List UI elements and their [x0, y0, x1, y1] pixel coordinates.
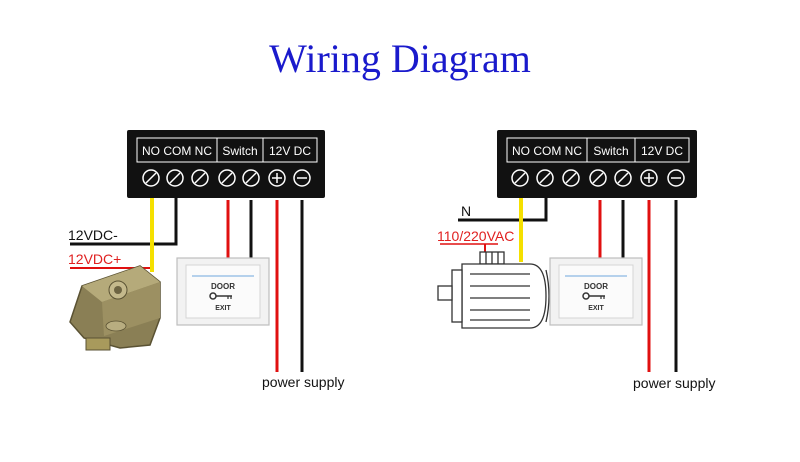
screw-com-icon: [166, 169, 184, 187]
plus-terminal-icon: [268, 169, 286, 187]
lock-icon: [69, 265, 161, 351]
left-panel: NO COM NC Switch 12V DC 12VDC- 12VDC+: [68, 130, 345, 390]
relay-group-label: NO COM NC: [142, 144, 212, 158]
left-power-supply-label: power supply: [262, 374, 345, 390]
neutral-label: N: [461, 203, 471, 219]
right-terminal-block: NO COM NC Switch 12V DC: [497, 130, 697, 198]
screw-switch-2-icon: [614, 169, 632, 187]
switch-group-label: Switch: [593, 144, 628, 158]
screw-nc-icon: [562, 169, 580, 187]
screw-no-icon: [511, 169, 529, 187]
right-exit-button: DOOR EXIT: [549, 257, 643, 326]
minus-terminal-icon: [293, 169, 311, 187]
terminal-screws: [142, 169, 311, 187]
voltage-label: 110/220VAC: [437, 228, 514, 244]
left-wires: [70, 196, 304, 372]
plus-terminal-icon: [640, 169, 658, 187]
key-icon: [209, 292, 232, 300]
power-group-box: [634, 137, 690, 163]
neg-wire: [70, 196, 178, 246]
power-group-label: 12V DC: [269, 144, 311, 158]
power-group-label: 12V DC: [641, 144, 683, 158]
left-exit-button: DOOR EXIT: [176, 257, 270, 326]
relay-group-label: NO COM NC: [512, 144, 582, 158]
terminal-screws: [511, 169, 685, 187]
neg-wire-label: 12VDC-: [68, 227, 118, 243]
motor-icon: [437, 251, 550, 329]
terminal-body: [497, 130, 697, 198]
right-power-supply-label: power supply: [633, 375, 716, 391]
power-group-box: [262, 137, 318, 163]
neutral-wire: [458, 196, 548, 222]
screw-switch-1-icon: [589, 169, 607, 187]
door-label: DOOR: [211, 282, 235, 291]
left-terminal-block: NO COM NC Switch 12V DC: [127, 130, 325, 198]
right-panel: NO COM NC Switch 12V DC N 110/220VAC: [437, 130, 716, 391]
pos-wire-label: 12VDC+: [68, 251, 121, 267]
key-icon: [582, 292, 605, 300]
switch-group-label: Switch: [222, 144, 257, 158]
screw-no-icon: [142, 169, 160, 187]
terminal-body: [127, 130, 325, 198]
screw-com-icon: [536, 169, 554, 187]
page-title: Wiring Diagram: [269, 36, 531, 81]
exit-label: EXIT: [588, 305, 604, 312]
right-wires: [440, 196, 678, 372]
screw-switch-2-icon: [242, 169, 260, 187]
door-label: DOOR: [584, 282, 608, 291]
screw-switch-1-icon: [218, 169, 236, 187]
minus-terminal-icon: [667, 169, 685, 187]
exit-label: EXIT: [215, 305, 231, 312]
screw-nc-icon: [191, 169, 209, 187]
